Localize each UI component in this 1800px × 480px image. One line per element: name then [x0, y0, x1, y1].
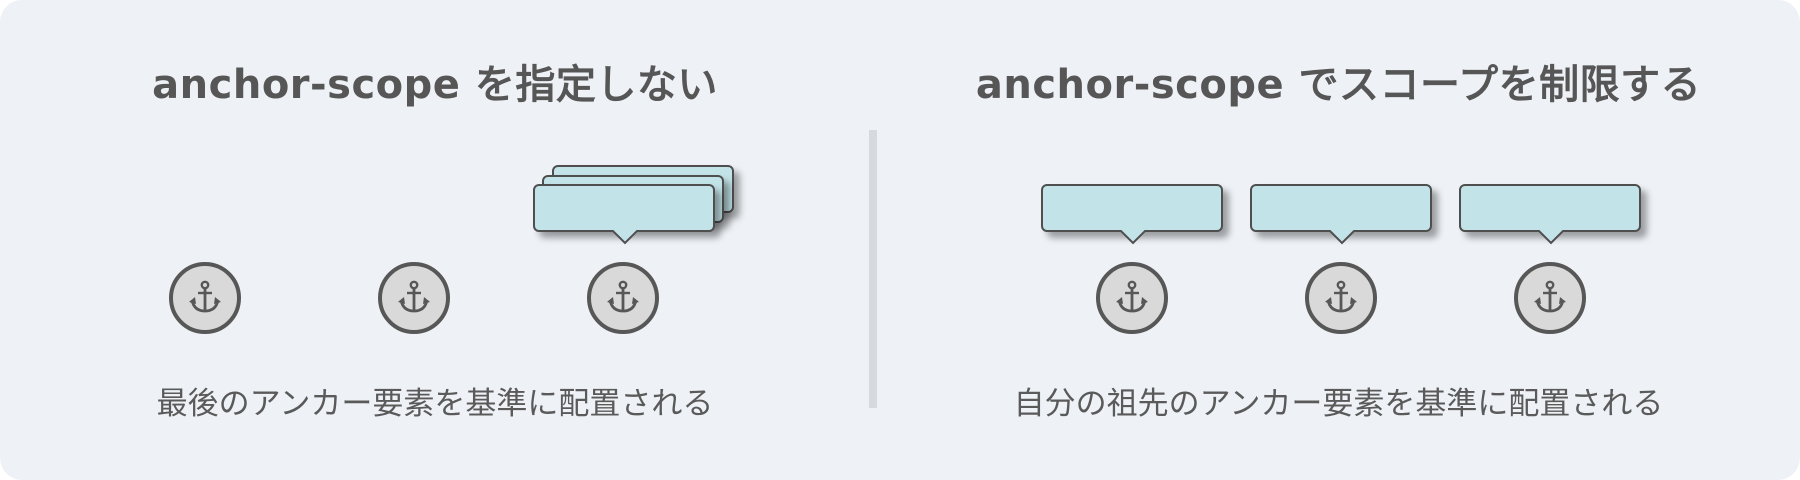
tooltip-scoped-1 — [1041, 184, 1223, 232]
anchor-icon — [607, 280, 639, 313]
anchor-element-1 — [169, 262, 241, 334]
left-panel-caption: 最後のアンカー要素を基準に配置される — [156, 386, 714, 422]
anchor-icon — [1116, 280, 1148, 313]
anchor-element-4 — [1096, 262, 1168, 334]
anchor-element-5 — [1305, 262, 1377, 334]
right-panel-title: anchor-scope でスコープを制限する — [975, 62, 1702, 108]
anchor-icon — [189, 280, 221, 313]
tooltip-scoped-2 — [1250, 184, 1432, 232]
left-panel-title: anchor-scope を指定しない — [152, 62, 718, 108]
anchor-icon — [398, 280, 430, 313]
anchor-element-2 — [378, 262, 450, 334]
tooltip-pointer — [611, 230, 639, 245]
tooltip-pointer — [1119, 230, 1147, 245]
anchor-icon — [1325, 280, 1357, 313]
tooltip-pointer — [1537, 230, 1565, 245]
tooltip-scoped-3 — [1459, 184, 1641, 232]
panel-divider — [869, 130, 877, 408]
right-panel-caption: 自分の祖先のアンカー要素を基準に配置される — [1013, 386, 1664, 422]
anchor-element-3 — [587, 262, 659, 334]
anchor-icon — [1534, 280, 1566, 313]
anchor-element-6 — [1514, 262, 1586, 334]
tooltip-pointer — [1328, 230, 1356, 245]
tooltip-stacked-front — [533, 184, 715, 232]
